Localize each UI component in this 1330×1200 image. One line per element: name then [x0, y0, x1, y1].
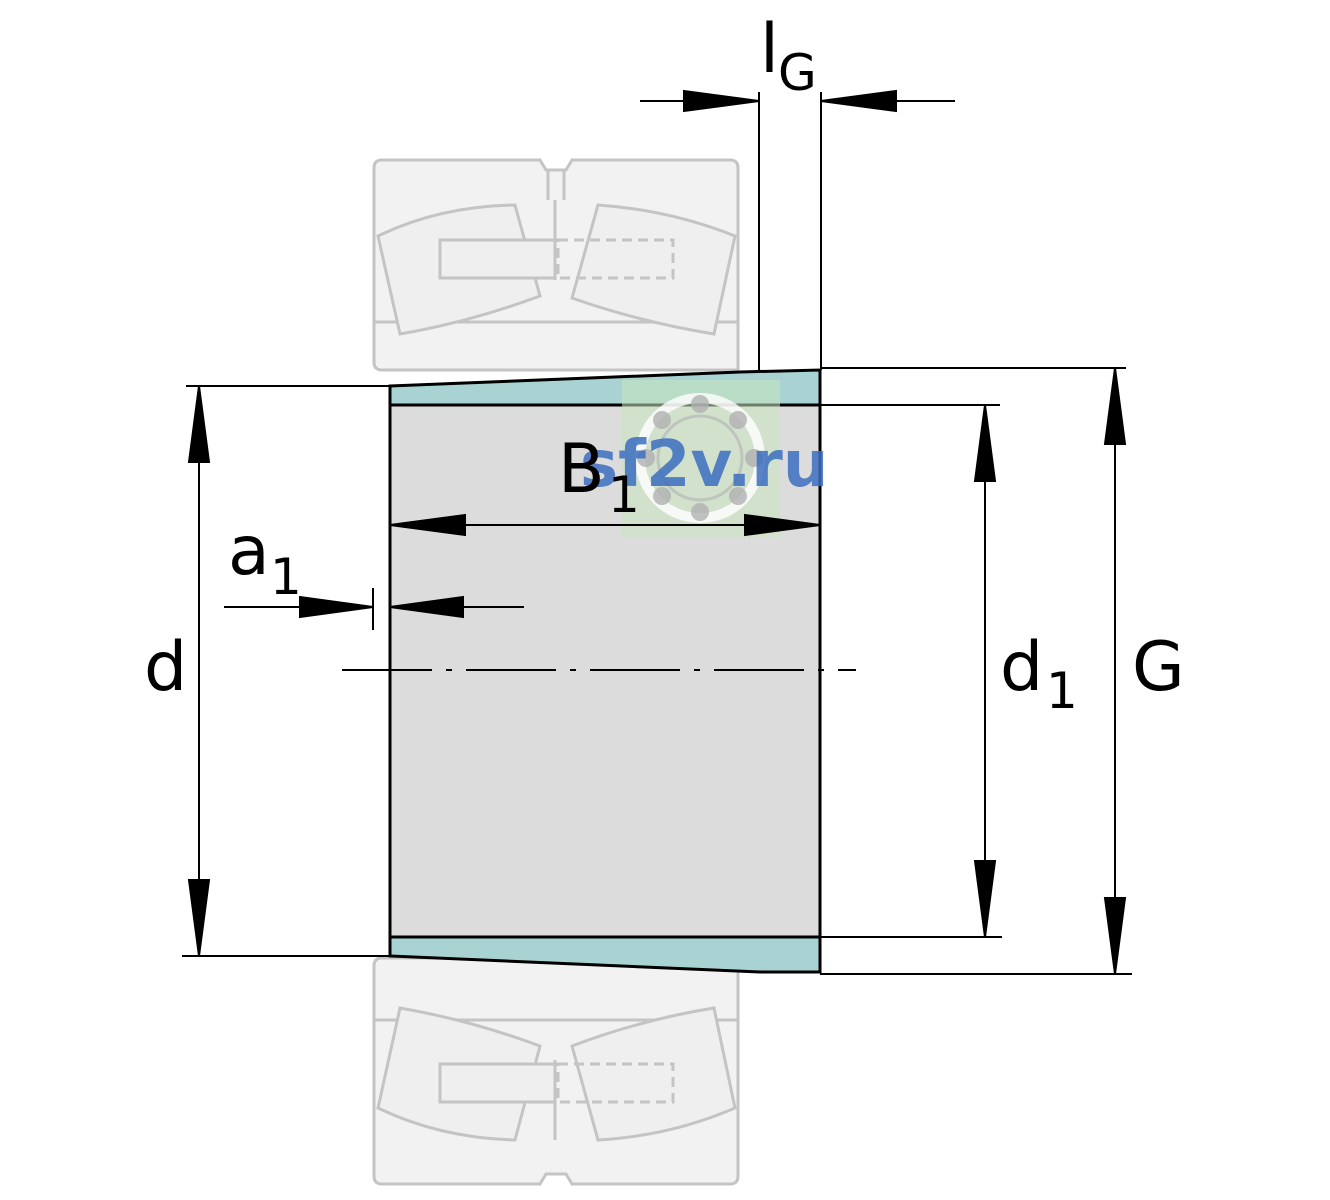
- label-d: d: [144, 628, 187, 707]
- dimension-lG: [640, 89, 955, 372]
- label-d1-sub: 1: [1046, 662, 1078, 720]
- bearing-bottom-ghost: [372, 956, 740, 1186]
- dimension-d1: [820, 404, 1002, 938]
- dimension-a1: [224, 588, 524, 630]
- label-a1-main: a: [228, 512, 270, 591]
- label-lG-main: l: [760, 10, 779, 89]
- label-lG-sub: G: [778, 44, 817, 102]
- bearing-top-ghost: [372, 158, 740, 372]
- watermark-text: sf2v.ru: [580, 428, 828, 502]
- label-a1-sub: 1: [270, 548, 302, 606]
- label-G: G: [1132, 628, 1185, 707]
- watermark: sf2v.ru: [580, 380, 828, 538]
- dimension-G: [820, 367, 1132, 975]
- dimension-d: [182, 385, 390, 957]
- label-B1-main: B: [558, 430, 605, 509]
- label-d1-main: d: [1000, 628, 1043, 707]
- label-B1-sub: 1: [608, 466, 640, 524]
- dimension-B1: [389, 513, 821, 537]
